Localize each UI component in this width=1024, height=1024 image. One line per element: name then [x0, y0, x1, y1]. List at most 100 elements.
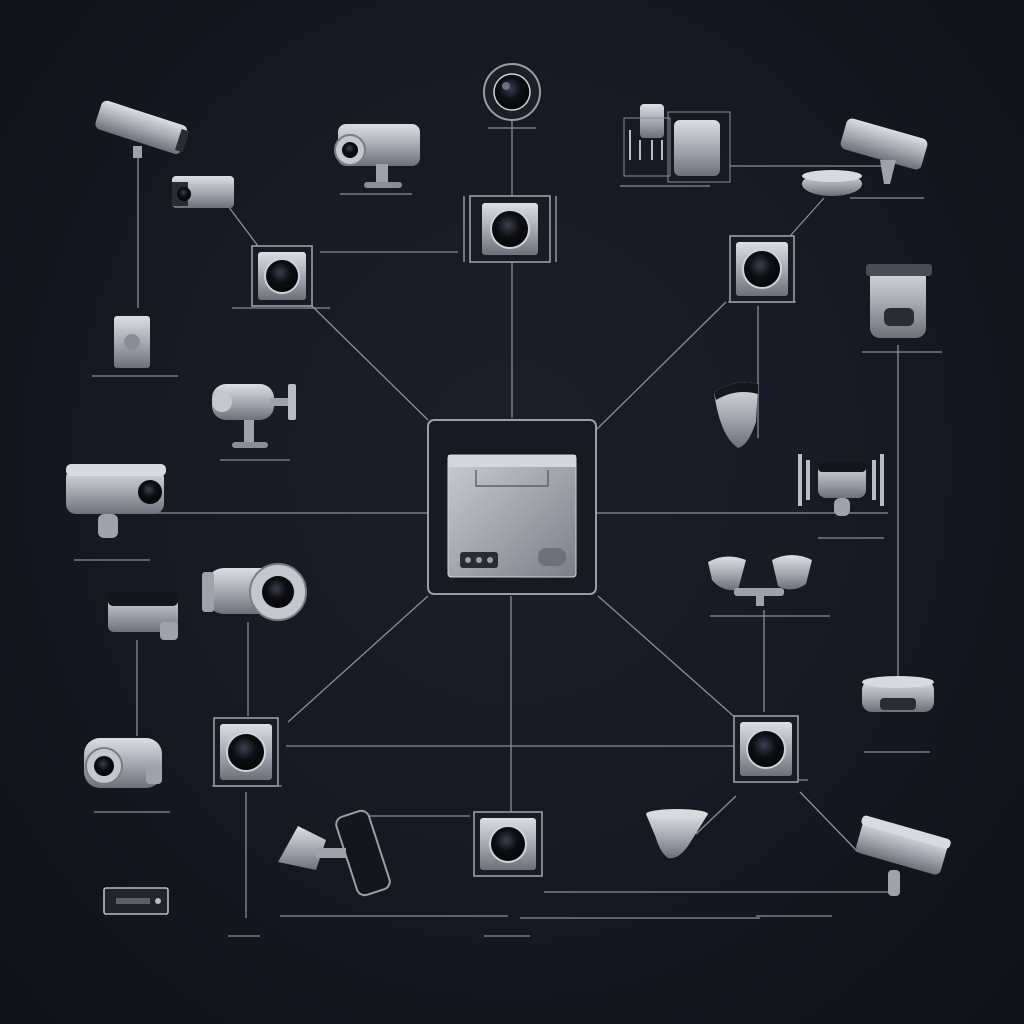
- pan-camera[interactable]: [798, 454, 884, 516]
- wall-mount-camera[interactable]: [866, 264, 932, 338]
- camera-body: [856, 820, 948, 875]
- lens-icon: [493, 73, 531, 111]
- link-lower-right-cone: [695, 795, 737, 835]
- unit-frame: [667, 111, 731, 183]
- lens-icon: [138, 480, 162, 504]
- camera-mount: [376, 164, 388, 184]
- link-hub-lower-right: [597, 595, 739, 721]
- box-camera[interactable]: [334, 124, 420, 188]
- unit-body: [674, 120, 720, 176]
- ceiling-pod[interactable]: [802, 170, 862, 196]
- flood-light-pair[interactable]: [708, 555, 812, 606]
- hub-port: [487, 557, 493, 563]
- camera-hood: [66, 464, 166, 476]
- hub-port: [476, 557, 482, 563]
- recorder-hub[interactable]: [427, 419, 597, 595]
- camera-wallplate: [288, 384, 296, 420]
- node-lower-right[interactable]: [733, 715, 799, 783]
- lens-icon: [94, 756, 114, 776]
- sensor-bar[interactable]: [103, 887, 169, 915]
- link-hub-upper-left: [311, 305, 429, 421]
- door-sensor[interactable]: [623, 104, 671, 177]
- camera-top: [108, 592, 178, 606]
- light-bracket: [756, 594, 764, 606]
- turret-camera[interactable]: [212, 384, 296, 448]
- camera-arm: [316, 848, 346, 858]
- lens-icon: [489, 825, 527, 863]
- long-bullet-camera[interactable]: [66, 464, 166, 538]
- camera-mount: [133, 146, 142, 158]
- dome-window: [880, 698, 916, 710]
- mini-bullet-camera[interactable]: [172, 176, 234, 208]
- camera-body: [278, 826, 326, 870]
- intercom-panel[interactable]: [114, 316, 150, 368]
- node-lower-left[interactable]: [213, 717, 279, 787]
- link-upper-left-minibullet: [227, 205, 259, 247]
- node-bottom[interactable]: [473, 811, 543, 877]
- camera-panel: [335, 809, 391, 897]
- camera-body: [870, 266, 926, 338]
- link-hub-upper-right: [595, 301, 727, 431]
- dome-lens-camera[interactable]: [483, 63, 541, 121]
- hub-port: [465, 557, 471, 563]
- camera-mount: [98, 514, 118, 538]
- camera-band: [818, 462, 866, 472]
- bullet-camera[interactable]: [94, 99, 191, 158]
- camera-body: [95, 100, 188, 154]
- panel-button: [124, 334, 140, 350]
- node-upper-right[interactable]: [729, 235, 795, 303]
- cone-camera[interactable]: [646, 809, 708, 859]
- light-arm: [734, 588, 784, 596]
- lens-icon: [490, 209, 530, 249]
- bullet-camera-large[interactable]: [202, 563, 307, 621]
- camera-bracket: [798, 454, 884, 506]
- node-upper-left[interactable]: [251, 245, 313, 307]
- angled-camera[interactable]: [278, 809, 392, 897]
- wall-bullet-camera[interactable]: [839, 117, 929, 184]
- pod-top: [802, 170, 862, 182]
- camera-mount: [888, 870, 900, 896]
- camera-stem: [834, 498, 850, 516]
- camera-hood: [861, 815, 951, 849]
- camera-top: [646, 809, 708, 819]
- conical-camera[interactable]: [714, 382, 758, 448]
- camera-window: [884, 308, 914, 326]
- ceiling-dome[interactable]: [862, 676, 934, 712]
- lens-icon: [742, 249, 782, 289]
- camera-lens-ring: [174, 128, 190, 153]
- lens-icon: [264, 258, 300, 294]
- control-unit[interactable]: [667, 111, 731, 183]
- hub-led: [538, 548, 566, 566]
- camera-body: [714, 382, 758, 448]
- sensor-body: [640, 104, 664, 138]
- lens-icon: [177, 187, 191, 201]
- camera-body: [66, 468, 164, 514]
- lens-icon: [226, 732, 266, 772]
- bullet-camera-left[interactable]: [84, 738, 162, 788]
- dome-top: [862, 676, 934, 688]
- light-right: [772, 555, 812, 590]
- camera-arm: [160, 622, 178, 640]
- lens-glint: [502, 82, 510, 90]
- camera-body: [646, 814, 708, 859]
- connection-lines: [136, 118, 899, 919]
- camera-cap: [866, 264, 932, 276]
- camera-body: [212, 384, 274, 420]
- camera-base: [232, 442, 268, 448]
- lens-icon: [746, 729, 786, 769]
- elbow-camera[interactable]: [108, 592, 178, 640]
- camera-mount: [146, 766, 162, 784]
- link-hub-lower-left: [287, 595, 429, 723]
- node-top[interactable]: [463, 195, 557, 263]
- link-upper-right-pod: [789, 197, 825, 237]
- sensor-window: [116, 898, 150, 904]
- camera-mount: [880, 160, 896, 184]
- sensor-frame: [623, 117, 671, 177]
- sensor-led: [155, 898, 161, 904]
- camera-body: [840, 118, 928, 170]
- link-lower-right-bullet: [799, 791, 859, 853]
- bullet-camera-right[interactable]: [853, 815, 952, 896]
- camera-stand: [244, 420, 254, 442]
